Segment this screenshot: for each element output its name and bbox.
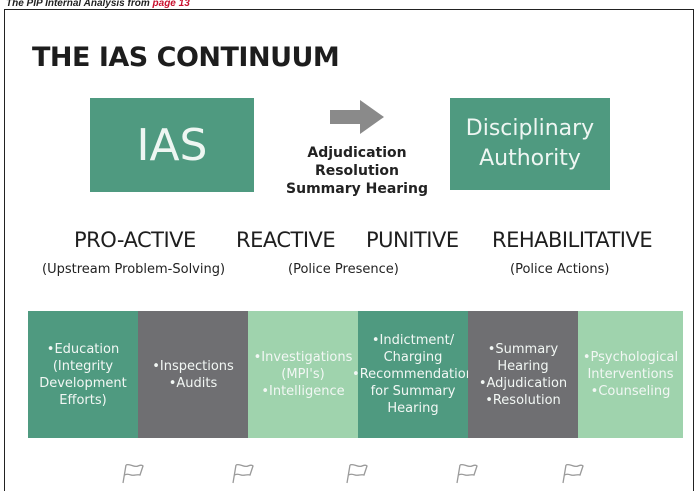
column-item: •Recommendation <box>352 367 474 382</box>
diagram-title: THE IAS CONTINUUM <box>32 42 340 73</box>
column-item: •Adjudication <box>478 375 568 391</box>
column-item: •Education <box>46 341 120 357</box>
flag-icon <box>454 462 480 484</box>
column-item: (MPI's) <box>281 367 325 382</box>
column-item: Efforts) <box>59 392 107 408</box>
right-arrow-icon <box>330 100 384 134</box>
column-item: •Resolution <box>485 392 561 408</box>
category-rehabilitative: REHABILITATIVE <box>492 228 653 252</box>
column-item: Development <box>39 375 127 391</box>
header-page-ref: page 13 <box>152 0 190 8</box>
subtitle-police-presence: (Police Presence) <box>288 262 399 277</box>
ias-box-label: IAS <box>136 119 208 171</box>
column-summary-hearing: •Summary Hearing •Adjudication •Resoluti… <box>468 311 578 438</box>
column-item: Hearing <box>387 401 439 416</box>
process-list: Adjudication Resolution Summary Hearing <box>278 144 436 198</box>
subtitle-upstream: (Upstream Problem-Solving) <box>42 262 226 277</box>
da-box-line: Authority <box>479 146 581 171</box>
column-item: •Summary <box>487 341 559 357</box>
column-item: •Counseling <box>590 384 671 399</box>
column-item: •Intelligence <box>261 384 345 399</box>
disciplinary-authority-box: Disciplinary Authority <box>450 98 610 190</box>
column-item: •Indictment/ <box>371 333 455 348</box>
column-item: Hearing <box>497 358 549 374</box>
category-reactive: REACTIVE <box>236 228 336 252</box>
column-item: •Inspections <box>152 358 234 374</box>
column-psychological: •Psychological Interventions •Counseling <box>578 311 683 438</box>
category-punitive: PUNITIVE <box>366 228 459 252</box>
column-item: •Audits <box>168 375 218 391</box>
column-item: Interventions <box>587 367 674 382</box>
flag-icon <box>344 462 370 484</box>
ias-box: IAS <box>90 98 254 192</box>
process-item: Adjudication <box>307 145 407 161</box>
column-item: (Integrity <box>52 358 114 374</box>
column-item: •Psychological <box>582 350 679 365</box>
column-item: •Investigations <box>253 350 353 365</box>
da-box-line: Disciplinary <box>465 116 595 141</box>
column-inspections: •Inspections •Audits <box>138 311 248 438</box>
process-item: Resolution <box>314 163 400 179</box>
column-indictment: •Indictment/ Charging •Recommendation fo… <box>352 311 474 438</box>
subtitle-police-actions: (Police Actions) <box>510 262 610 277</box>
column-item: for Summary <box>370 384 456 399</box>
page-header: The PIP Internal Analysis from page 13 <box>0 0 700 8</box>
category-proactive: PRO-ACTIVE <box>74 228 196 252</box>
column-item: Charging <box>383 350 443 365</box>
column-education: •Education (Integrity Development Effort… <box>28 311 138 438</box>
flag-icon <box>230 462 256 484</box>
flag-icon <box>560 462 586 484</box>
process-item: Summary Hearing <box>286 181 428 197</box>
column-investigations: •Investigations (MPI's) •Intelligence <box>248 311 358 438</box>
flag-icon <box>120 462 146 484</box>
header-prefix: The PIP Internal Analysis from <box>6 0 150 8</box>
